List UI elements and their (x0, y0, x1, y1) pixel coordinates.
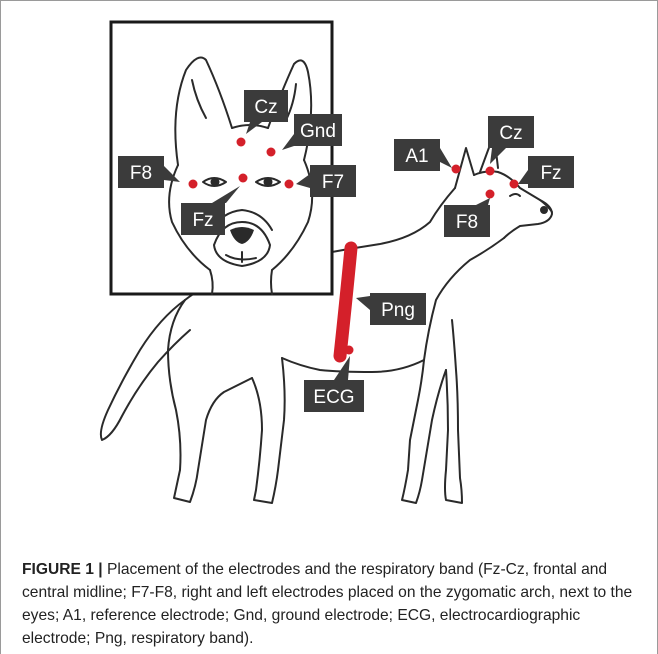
figure-caption: FIGURE 1 | Placement of the electrodes a… (22, 558, 642, 650)
caption-label: FIGURE 1 | (22, 561, 103, 578)
caption-text: Placement of the electrodes and the resp… (22, 561, 632, 647)
svg-text:Gnd: Gnd (300, 121, 336, 142)
svg-text:F8: F8 (130, 163, 152, 184)
svg-text:Png: Png (381, 300, 415, 321)
svg-text:Fz: Fz (540, 163, 561, 184)
label-body-a1: A1 (394, 139, 452, 171)
body-electrode-fz (510, 180, 519, 189)
svg-text:Cz: Cz (254, 97, 277, 118)
inset-electrode-f7 (285, 180, 294, 189)
label-body-fz: Fz (518, 156, 574, 188)
label-body-ecg: ECG (304, 356, 364, 412)
inset-electrode-fz (239, 174, 248, 183)
body-electrode-f8 (486, 190, 495, 199)
label-body-cz: Cz (488, 116, 534, 164)
svg-text:Cz: Cz (499, 123, 522, 144)
body-electrode-cz (486, 167, 495, 176)
body-electrode-a1 (452, 165, 461, 174)
svg-text:F8: F8 (456, 212, 478, 233)
respiratory-band (340, 248, 351, 356)
label-body-f8: F8 (444, 198, 490, 237)
inset-electrode-cz (237, 138, 246, 147)
svg-text:Fz: Fz (192, 210, 213, 231)
dog-electrode-illustration: Cz Gnd F8 F7 Fz A1 Cz (0, 0, 658, 545)
svg-text:ECG: ECG (313, 387, 354, 408)
label-body-png: Png (356, 293, 426, 325)
svg-text:F7: F7 (322, 172, 344, 193)
svg-text:A1: A1 (405, 146, 428, 167)
inset-electrode-f8 (189, 180, 198, 189)
body-electrode-ecg (345, 346, 354, 355)
inset-electrode-gnd (267, 148, 276, 157)
